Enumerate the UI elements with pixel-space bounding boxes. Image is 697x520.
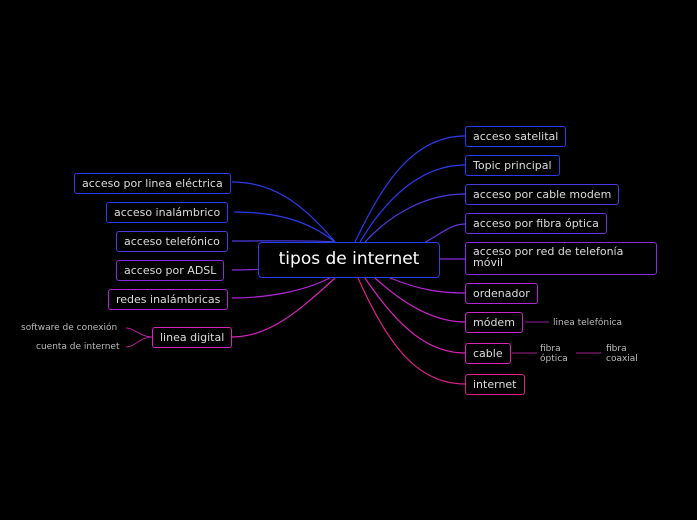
link-redes <box>231 274 336 299</box>
topic-modem[interactable]: módem <box>465 312 523 333</box>
link-internet <box>357 277 466 385</box>
topic-internet[interactable]: internet <box>465 374 525 395</box>
topic-acceso-adsl[interactable]: acceso por ADSL <box>116 260 225 281</box>
topic-ordenador[interactable]: ordenador <box>465 283 538 304</box>
topic-linea-digital[interactable]: linea digital <box>152 327 233 348</box>
subtopic-software-de-conexion[interactable]: software de conexión <box>21 323 118 333</box>
link-inalambrico <box>233 211 336 243</box>
topic-acceso-telefonico[interactable]: acceso telefónico <box>116 231 228 252</box>
link-ordenador <box>389 277 466 294</box>
topic-acceso-fibra-optica[interactable]: acceso por fibra óptica <box>465 213 607 234</box>
subtopic-fibra-optica[interactable]: fibra óptica <box>540 344 568 364</box>
subtopic-linea-telefonica[interactable]: linea telefónica <box>553 318 623 328</box>
link-modem <box>374 277 466 323</box>
topic-acceso-linea-electrica[interactable]: acceso por linea eléctrica <box>74 173 231 194</box>
topic-redes-inalambricas[interactable]: redes inalámbricas <box>108 289 229 310</box>
link-linea-electrica <box>231 181 336 243</box>
link-cable-modem <box>364 193 466 243</box>
topic-acceso-satelital[interactable]: acceso satelital <box>465 126 567 147</box>
link-software <box>125 327 153 338</box>
topic-acceso-inalambrico[interactable]: acceso inalámbrico <box>106 202 229 223</box>
topic-acceso-red-telefonia-movil[interactable]: acceso por red de telefonía móvil <box>465 242 657 275</box>
link-satelital <box>354 135 466 243</box>
link-cuenta <box>125 336 153 348</box>
topic-acceso-cable-modem[interactable]: acceso por cable modem <box>465 184 620 205</box>
subtopic-fibra-coaxial[interactable]: fibra coaxial <box>606 344 638 364</box>
topic-cable[interactable]: cable <box>465 343 511 364</box>
link-cable <box>364 277 466 354</box>
link-topic <box>359 164 466 243</box>
central-topic[interactable]: tipos de internet <box>258 242 440 278</box>
topic-topic-principal[interactable]: Topic principal <box>465 155 560 176</box>
link-linea-digital <box>231 277 336 338</box>
subtopic-cuenta-de-internet[interactable]: cuenta de internet <box>36 342 120 352</box>
link-telefonico <box>231 240 336 243</box>
